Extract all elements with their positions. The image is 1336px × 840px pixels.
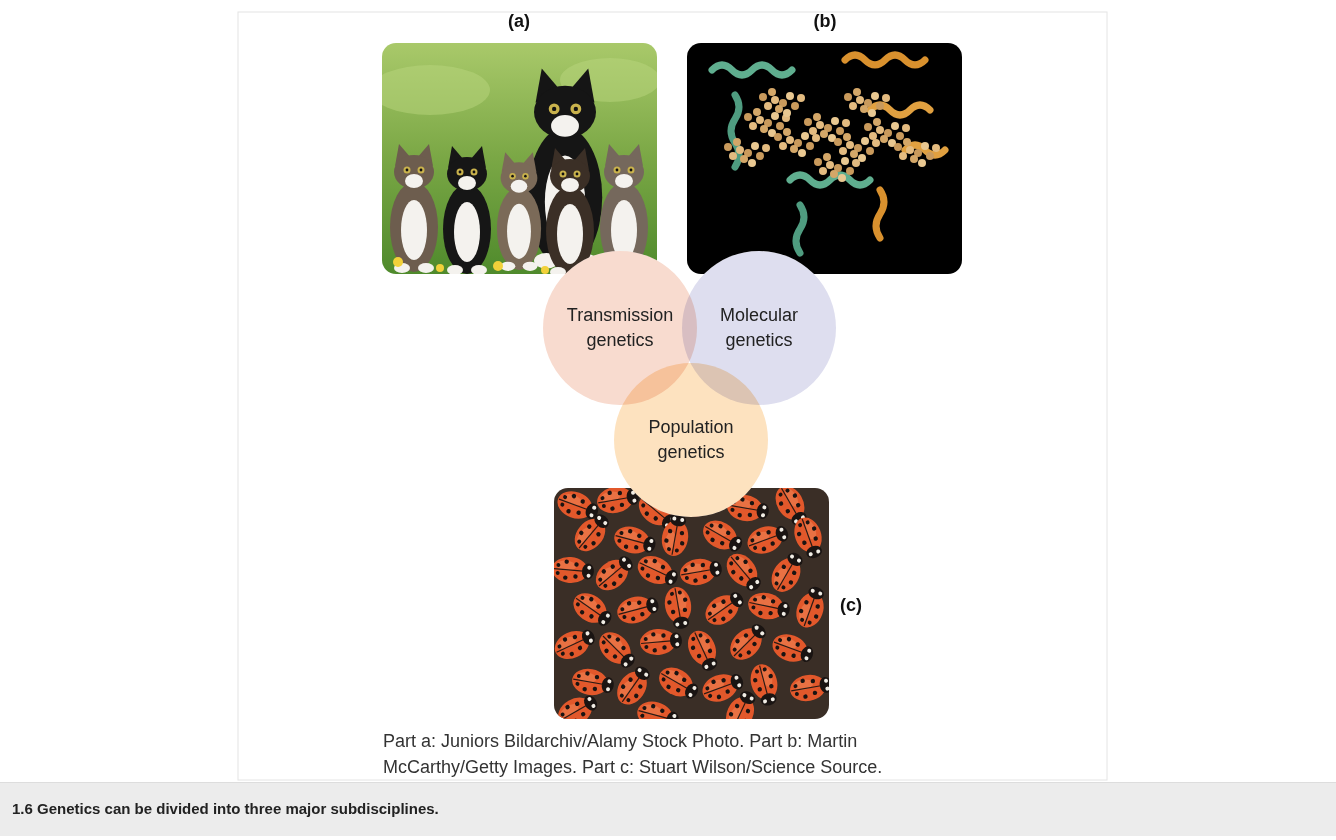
circle-shape <box>614 363 768 517</box>
circle-label: Transmission genetics <box>555 303 685 353</box>
ladybugs-photo <box>554 488 829 719</box>
protein-photo <box>687 43 962 274</box>
part-letter: (c) <box>840 592 862 618</box>
figure-caption: 1.6 Genetics can be divided into three m… <box>0 783 1336 818</box>
caption-band: 1.6 Genetics can be divided into three m… <box>0 782 1336 836</box>
cats-photo <box>382 43 657 274</box>
subdiscipline-circle: Population genetics <box>614 363 768 517</box>
photo-credit: Part a: Juniors Bildarchiv/Alamy Stock P… <box>383 728 958 780</box>
figure-frame <box>238 12 1107 780</box>
part-letter: (a) <box>508 8 530 34</box>
circle-label: Molecular genetics <box>694 303 824 353</box>
part-letter: (b) <box>814 8 837 34</box>
circle-underlay <box>543 251 836 517</box>
circle-fill <box>614 363 768 517</box>
circle-label: Population genetics <box>626 415 756 465</box>
